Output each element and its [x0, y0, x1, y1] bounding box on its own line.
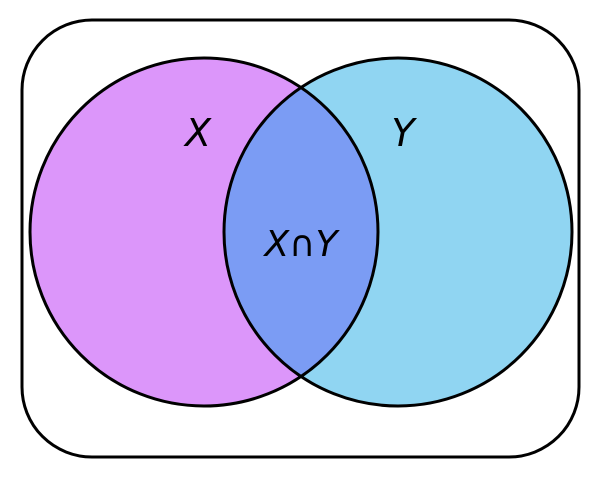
- set-x-label: X: [183, 111, 212, 155]
- set-x-outline: [28, 56, 380, 408]
- intersection-region: [224, 58, 378, 406]
- intersection-label: X∩Y: [262, 224, 340, 265]
- set-y-label: Y: [391, 111, 417, 155]
- set-y-outline: [222, 56, 574, 408]
